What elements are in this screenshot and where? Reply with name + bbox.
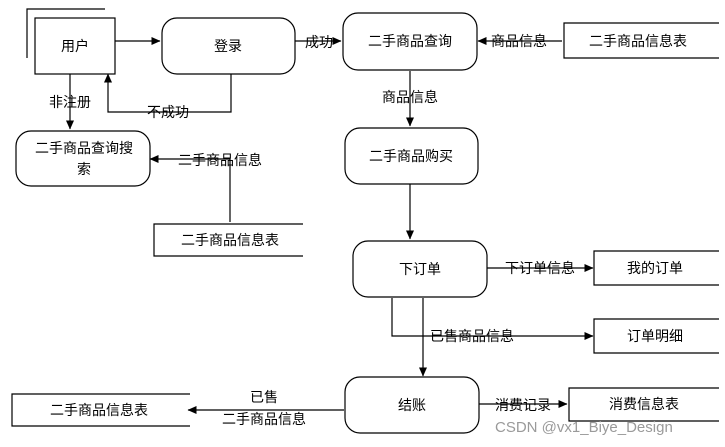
search-label-line1: 二手商品查询搜 (35, 141, 133, 157)
login-label: 登录 (214, 39, 242, 55)
query-label: 二手商品查询 (368, 34, 452, 50)
store-goods-table-bottom: 二手商品信息表 (11, 393, 190, 427)
store-goods-table-top-label: 二手商品信息表 (589, 33, 687, 50)
edge-label-sold-line1: 已售 (250, 390, 278, 406)
edge-label-unregistered: 非注册 (49, 95, 91, 111)
store-consume-table: 消费信息表 (568, 387, 719, 422)
store-goods-table-mid-frame (153, 223, 303, 257)
edge-label-goods-info-search: 二手商品信息 (178, 152, 262, 169)
store-my-orders-frame (593, 250, 719, 286)
store-goods-table-top: 二手商品信息表 (563, 22, 719, 59)
csdn-watermark: CSDN @vx1_Biye_Design (495, 419, 673, 436)
order-box (352, 240, 488, 298)
user-entity-shadow (26, 8, 105, 58)
edge-label-fail: 不成功 (147, 105, 189, 121)
arrow-goods-table-to-search (149, 155, 231, 222)
edge-label-success: 成功 (305, 35, 333, 51)
checkout-box (344, 376, 480, 434)
store-consume-table-frame (568, 387, 719, 422)
store-goods-table-mid-label: 二手商品信息表 (181, 232, 279, 249)
arrow-login-fail-to-user (104, 73, 232, 113)
user-entity: 用户 (26, 8, 116, 75)
search-label-line2: 索 (77, 161, 91, 178)
edge-label-goods-info-top: 商品信息 (491, 33, 547, 50)
search-box (15, 130, 151, 187)
order-label: 下订单 (399, 262, 441, 278)
store-order-detail-frame (593, 318, 719, 354)
connectors (66, 37, 594, 414)
store-consume-table-label: 消费信息表 (609, 396, 679, 413)
purchase-process: 二手商品购买 (344, 127, 479, 185)
edge-label-goods-info-query: 商品信息 (382, 89, 438, 106)
edge-label-sold-info: 已售商品信息 (430, 328, 514, 345)
purchase-box (344, 127, 479, 185)
edge-label-order-info: 下订单信息 (505, 260, 575, 277)
store-goods-table-top-frame (563, 22, 719, 59)
login-box (161, 17, 296, 75)
user-label: 用户 (61, 38, 89, 55)
purchase-label: 二手商品购买 (369, 149, 453, 165)
store-order-detail-label: 订单明细 (627, 329, 683, 345)
user-entity-box (34, 17, 116, 75)
edge-label-sold-line2: 二手商品信息 (222, 411, 306, 428)
query-process: 二手商品查询 (342, 12, 478, 71)
edge-label-consume-record: 消费记录 (495, 398, 551, 414)
checkout-process: 结账 (344, 376, 480, 434)
arrow-order-to-order-detail (391, 298, 594, 340)
store-goods-table-bottom-label: 二手商品信息表 (50, 402, 148, 419)
order-process: 下订单 (352, 240, 488, 298)
store-order-detail: 订单明细 (593, 318, 719, 354)
query-box (342, 12, 478, 71)
search-process: 二手商品查询搜 索 (15, 130, 151, 187)
login-process: 登录 (161, 17, 296, 75)
checkout-label: 结账 (398, 398, 426, 414)
store-my-orders: 我的订单 (593, 250, 719, 286)
store-my-orders-label: 我的订单 (627, 261, 683, 277)
store-goods-table-bottom-frame (11, 393, 190, 427)
edge-labels: 成功 不成功 非注册 商品信息 商品信息 二手商品信息 下订单信息 已售商品信息… (49, 33, 575, 428)
store-goods-table-mid: 二手商品信息表 (153, 223, 303, 257)
